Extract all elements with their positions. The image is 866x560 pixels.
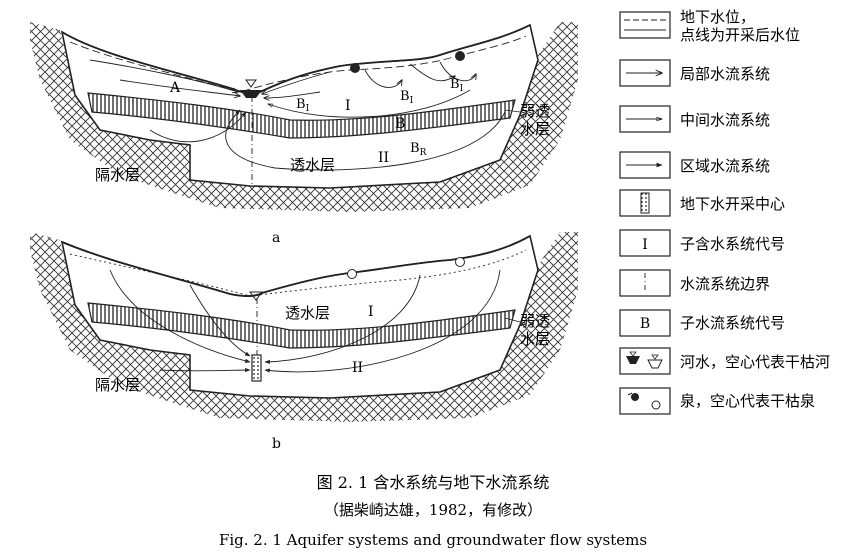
svg-text:B: B [640,316,650,332]
spring-icon [455,51,465,61]
legend-item: 地下水位， 点线为开采后水位 [620,8,800,44]
svg-text:子含水系统代号: 子含水系统代号 [680,235,785,253]
aquitard-label: 隔水层 [95,376,140,394]
water-level-marker [246,80,256,87]
svg-text:地下水位，: 地下水位， [680,8,755,26]
permeable-layer-label: 透水层 [290,156,335,174]
legend-item: 水流系统边界 [620,270,770,296]
weak-permeable-label: 弱透 [520,312,550,330]
legend-item: 河水，空心代表干枯河 [620,348,830,374]
permeable-layer-label: 透水层 [285,304,330,322]
panel-label-b: b [272,436,281,452]
svg-text:水流系统边界: 水流系统边界 [680,275,770,293]
weak-permeable-label: 水层 [520,120,550,138]
aquifer-ii-label: II [352,360,363,376]
svg-text:区域水流系统: 区域水流系统 [680,157,770,175]
legend: 地下水位， 点线为开采后水位 局部水流系统 中间水流系统 区域水流系统 地下水开… [620,8,830,414]
svg-text:局部水流系统: 局部水流系统 [680,65,770,83]
water-table-icon [620,12,670,38]
svg-text:中间水流系统: 中间水流系统 [680,111,770,129]
svg-text:泉，空心代表干枯泉: 泉，空心代表干枯泉 [680,392,815,410]
spring-icon [620,388,670,414]
spring-icon [350,63,360,73]
aquitard-label: 隔水层 [95,166,140,184]
aquifer-i-label: I [368,304,374,320]
svg-text:子水流系统代号: 子水流系统代号 [680,314,785,332]
legend-item: 泉，空心代表干枯泉 [620,388,815,414]
region-b-label: B [395,116,405,132]
svg-text:河水，空心代表干枯河: 河水，空心代表干枯河 [680,353,830,371]
weak-permeable-label: 水层 [520,330,550,348]
pumping-center-icon [252,355,261,381]
legend-item: 中间水流系统 [620,106,770,132]
legend-item: 局部水流系统 [620,60,770,86]
svg-text:I: I [642,237,648,253]
cross-section-a: 隔水层 弱透 水层 透水层 A BI I BI BI B II BR a [30,22,578,246]
svg-text:点线为开采后水位: 点线为开采后水位 [680,26,800,44]
legend-item: 区域水流系统 [620,152,770,178]
aquifer-ii-label: II [378,150,389,166]
panel-label-a: a [272,230,280,246]
aquifer-i-label: I [345,98,351,114]
cross-section-b: 隔水层 弱透 水层 透水层 I II b [30,232,578,452]
caption-title-cn: 图 2. 1 含水系统与地下水流系统 [317,473,550,492]
legend-item: B 子水流系统代号 [620,310,785,336]
region-a-label: A [169,80,181,96]
dry-spring-icon [456,258,465,267]
caption-source-cn: （据柴崎达雄，1982，有修改） [324,501,542,519]
dry-spring-icon [348,270,357,279]
legend-item: 地下水开采中心 [620,190,785,216]
figure-caption: 图 2. 1 含水系统与地下水流系统 （据柴崎达雄，1982，有修改） Fig.… [219,473,647,549]
svg-text:地下水开采中心: 地下水开采中心 [680,195,785,213]
caption-title-en: Fig. 2. 1 Aquifer systems and groundwate… [219,531,647,549]
weak-permeable-label: 弱透 [520,102,550,120]
river-icon [620,348,670,374]
legend-item: I 子含水系统代号 [620,230,785,256]
